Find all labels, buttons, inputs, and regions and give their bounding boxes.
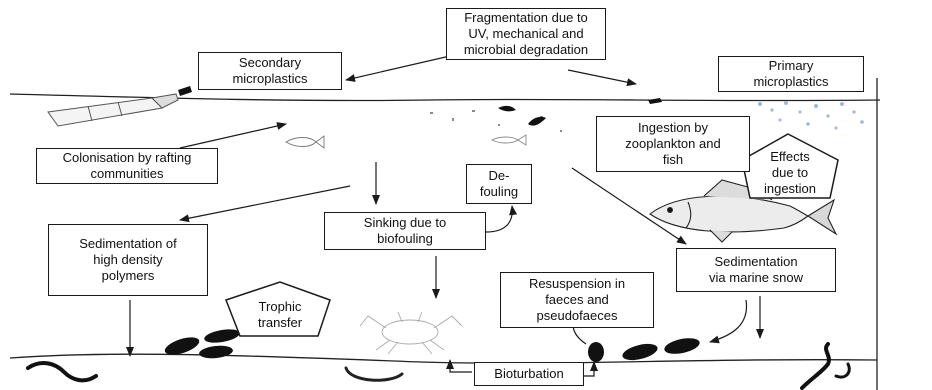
crab-icon bbox=[359, 311, 463, 355]
sinking-box: Sinking due to biofouling bbox=[324, 212, 486, 250]
zooplankton-icon bbox=[528, 116, 546, 126]
worm-icon bbox=[834, 362, 851, 379]
primary-microplastics-box: Primary microplastics bbox=[718, 56, 864, 92]
worm-icon bbox=[344, 366, 404, 382]
effects-label: Effects due to ingestion bbox=[763, 149, 817, 196]
sedimentation-snow-box: Sedimentation via marine snow bbox=[676, 248, 836, 292]
arrow-ingestion-to-snow bbox=[571, 167, 687, 245]
small-fish-icon bbox=[285, 135, 325, 149]
arrow-to-mussels bbox=[709, 299, 748, 344]
arrow-frag-to-primary bbox=[567, 69, 637, 87]
ingestion-box: Ingestion by zooplankton and fish bbox=[596, 116, 750, 172]
mussel-icon bbox=[588, 338, 700, 362]
small-fish-icon bbox=[490, 134, 527, 146]
arrow-colonisation-up bbox=[179, 122, 287, 149]
arrow-sinking-to-defouling bbox=[485, 205, 518, 233]
zooplankton-icon bbox=[498, 105, 516, 112]
arrow-frag-to-secondary bbox=[345, 55, 451, 82]
sedimentation-hd-box: Sedimentation of high density polymers bbox=[48, 224, 208, 296]
worm-icon bbox=[800, 342, 831, 390]
arrow-to-sedimentation bbox=[179, 185, 351, 223]
bottle-cap-icon bbox=[178, 86, 192, 96]
arrow-bioturbation-right bbox=[582, 361, 598, 377]
seafloor-line bbox=[9, 353, 878, 364]
trophic-transfer-label: Trophic transfer bbox=[257, 299, 303, 330]
arrow-bioturbation-left bbox=[446, 359, 472, 373]
bioturbation-box: Bioturbation bbox=[474, 362, 584, 386]
colonisation-box: Colonisation by rafting communities bbox=[36, 148, 218, 184]
trophic-pentagon bbox=[225, 281, 331, 337]
defouling-box: De- fouling bbox=[466, 164, 532, 204]
secondary-microplastics-box: Secondary microplastics bbox=[198, 52, 342, 90]
plastic-bottle-icon bbox=[47, 93, 179, 127]
fragmentation-box: Fragmentation due to UV, mechanical and … bbox=[446, 8, 606, 60]
primary-microplastic-particles bbox=[758, 101, 864, 130]
microplastic-particle-icon bbox=[648, 98, 662, 104]
resuspension-box: Resuspension in faeces and pseudofaeces bbox=[500, 272, 654, 328]
mussel-icon bbox=[164, 329, 240, 359]
worm-icon bbox=[26, 361, 98, 383]
